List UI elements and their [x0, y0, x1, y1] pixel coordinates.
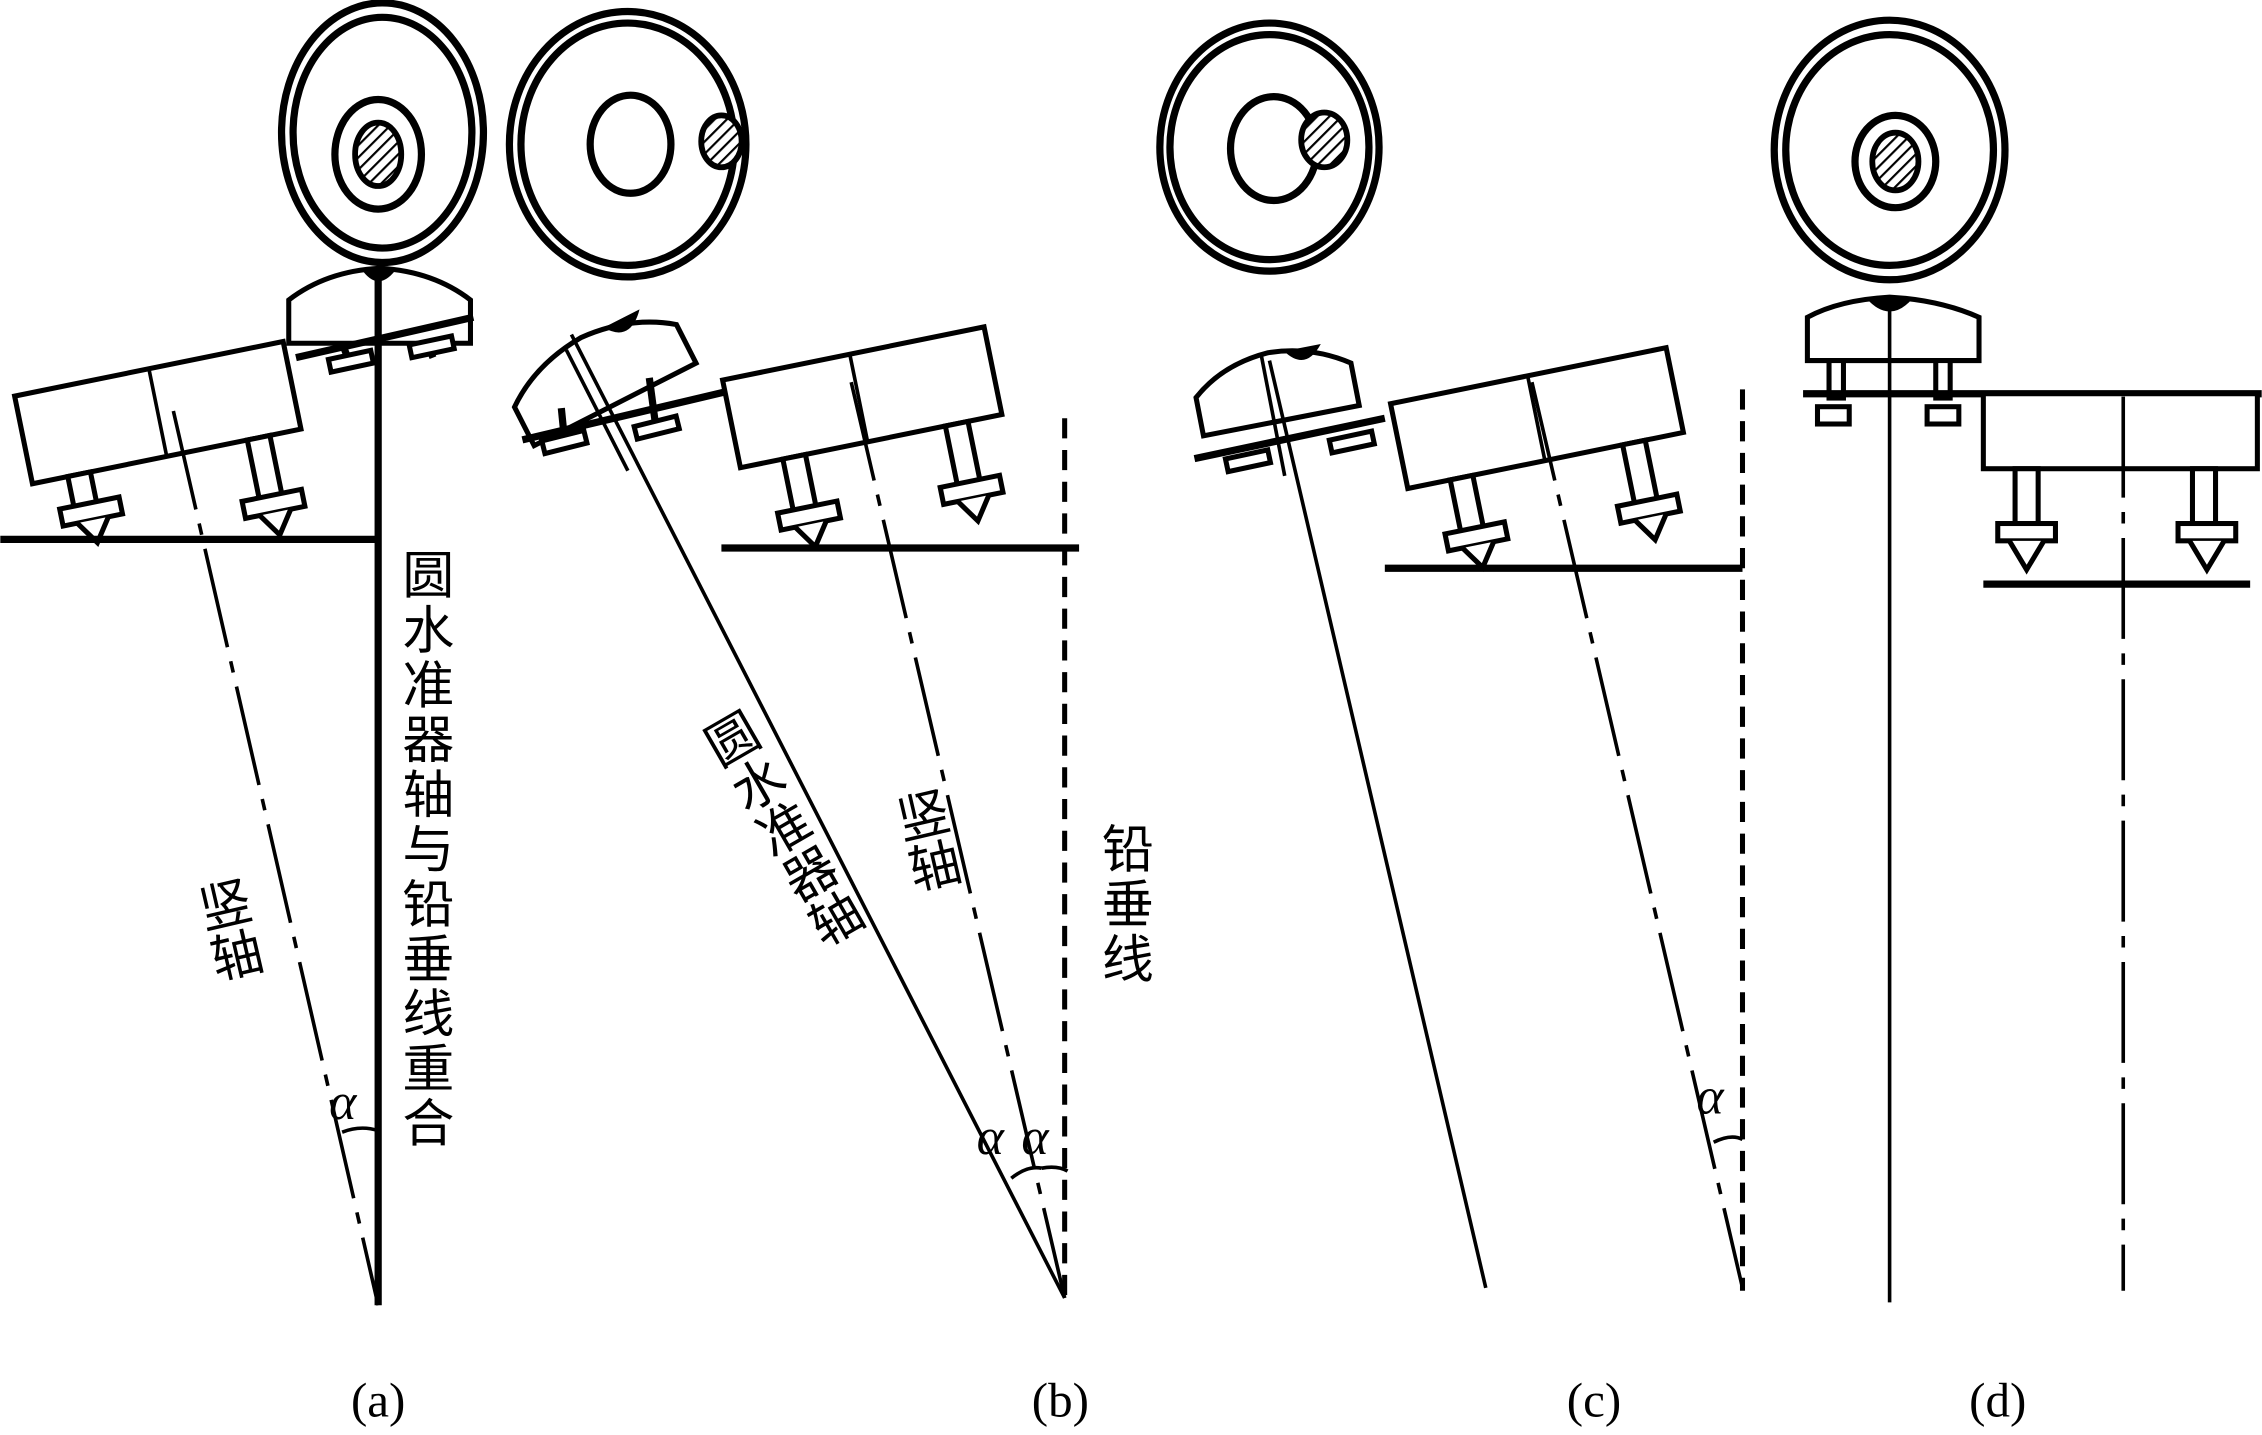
bubble-icon — [698, 112, 745, 171]
vertical-axis-label-b: 竖轴 — [883, 784, 965, 899]
angle-label-b-right: α — [1021, 1109, 1050, 1166]
coincide-note-a: 圆水准器轴与铅垂线重合 — [393, 548, 453, 1151]
tribrach-body-a — [11, 338, 308, 547]
angle-label-c: α — [1696, 1068, 1725, 1125]
level-axis-line-b — [569, 333, 1067, 1299]
angle-arc-b-right — [1041, 1165, 1069, 1173]
level-housing-c — [1193, 343, 1363, 477]
angle-arc-b-left — [1010, 1165, 1042, 1180]
caption-d: (d) — [1969, 1372, 2026, 1427]
level-vial-top-view-d — [1770, 16, 2009, 284]
level-housing-d — [1804, 294, 1982, 427]
angle-label-a: α — [329, 1074, 358, 1131]
panel-b: α α 圆水准器轴 竖轴 铅垂线 (b) — [505, 7, 1152, 1427]
level-axis-line-c — [1267, 360, 1488, 1289]
tribrach-body-c — [1387, 344, 1687, 572]
angle-arc-a — [341, 1126, 379, 1134]
bubble-icon — [1869, 129, 1922, 194]
vertical-axis-line-c — [1530, 381, 1745, 1289]
vertical-axis-line-a — [171, 410, 380, 1306]
level-vial-top-view-a — [277, 0, 488, 267]
level-vial-top-view-b — [505, 7, 750, 281]
level-vial-top-view-c — [1156, 19, 1383, 275]
vertical-axis-line-b — [849, 381, 1067, 1299]
bubble-icon — [1298, 109, 1351, 171]
panel-a: α 竖轴 圆水准器轴与铅垂线重合 (a) — [0, 0, 488, 1427]
tribrach-body-d — [1980, 391, 2260, 575]
caption-b: (b) — [1032, 1372, 1089, 1427]
caption-c: (c) — [1567, 1372, 1621, 1427]
tribrach-body-b — [719, 323, 1006, 552]
angle-arc-c — [1712, 1135, 1744, 1144]
bubble-icon — [352, 119, 405, 189]
vertical-axis-label-a: 竖轴 — [185, 873, 267, 988]
caption-a: (a) — [351, 1372, 405, 1427]
panel-d: (d) — [1770, 16, 2262, 1427]
angle-label-b-left: α — [977, 1109, 1006, 1166]
panel-c: α (c) — [1156, 19, 1746, 1427]
plumb-line-label-b: 铅垂线 — [1092, 822, 1152, 986]
